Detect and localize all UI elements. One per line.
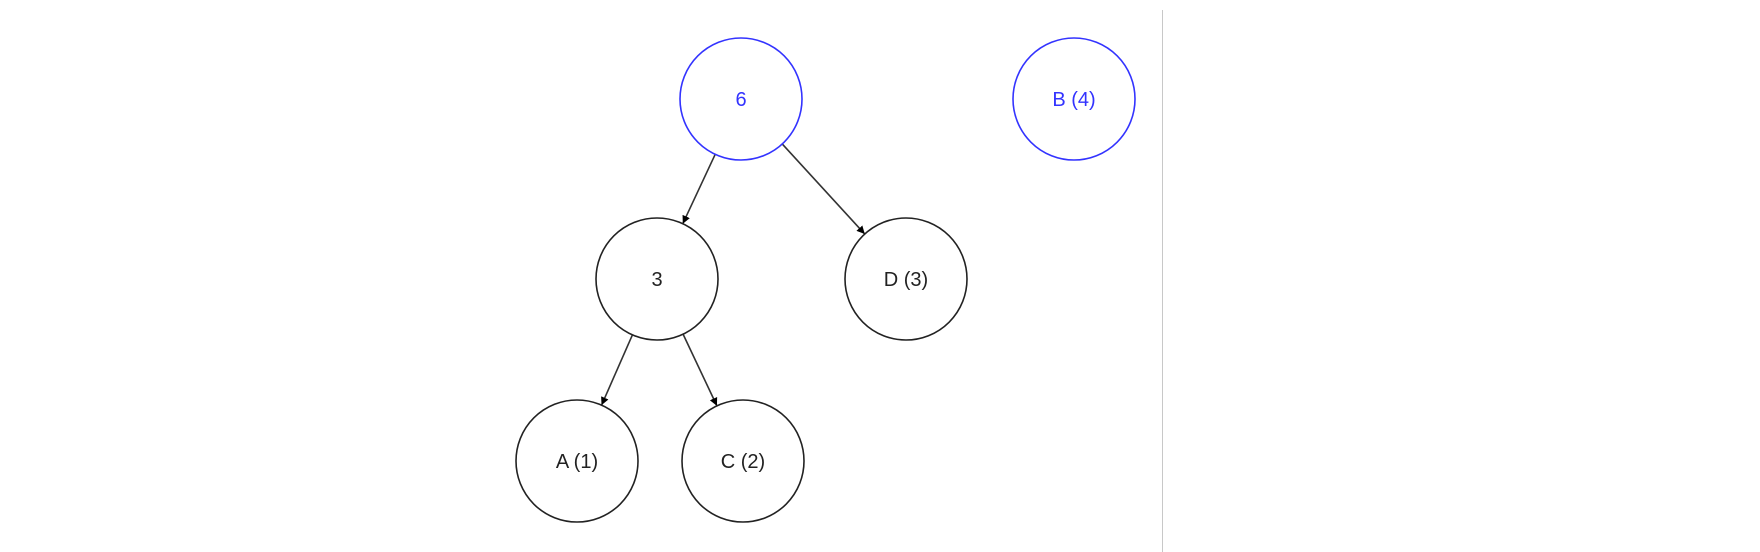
tree-node-nD: D (3)	[844, 217, 968, 341]
node-circle	[515, 399, 639, 523]
node-circle	[1012, 37, 1136, 161]
node-circle	[681, 399, 805, 523]
edge-n6-nD	[781, 143, 866, 235]
node-circle	[679, 37, 803, 161]
node-label: D (3)	[884, 269, 928, 291]
tree-node-n6: 6	[679, 37, 803, 161]
edge-n3-nA	[600, 334, 634, 406]
edge-n3-nC	[682, 333, 718, 407]
edge-n6-n3	[682, 153, 716, 225]
node-label: 3	[651, 269, 662, 291]
node-label: C (2)	[721, 451, 765, 473]
panel-divider	[1162, 10, 1163, 552]
node-circle	[844, 217, 968, 341]
tree-node-nA: A (1)	[515, 399, 639, 523]
tree-node-nB: B (4)	[1012, 37, 1136, 161]
tree-node-n3: 3	[595, 217, 719, 341]
node-label: A (1)	[556, 451, 598, 473]
node-label: B (4)	[1052, 89, 1095, 111]
node-label: 6	[735, 89, 746, 111]
tree-node-nC: C (2)	[681, 399, 805, 523]
node-circle	[595, 217, 719, 341]
